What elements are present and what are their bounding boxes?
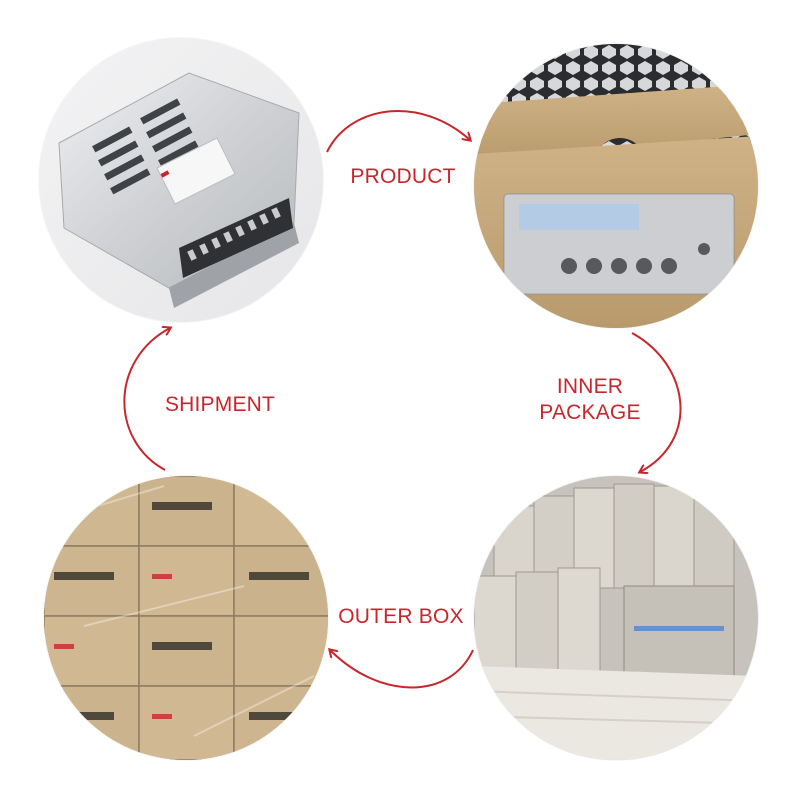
step-label-inner-package-line2: PACKAGE [539,401,641,424]
step-label-inner-package-line1: INNER [556,375,624,398]
arrow-product-to-inner-icon [326,110,470,153]
arrow-outer-to-shipment-icon [330,650,474,689]
product-photo [39,38,323,322]
shipment-image [44,476,328,760]
inner-package-photo [474,44,758,328]
power-supply-image [39,38,323,322]
inner-package-image [474,44,758,328]
outer-box-image [474,476,758,760]
shipment-photo [44,476,328,760]
outer-box-photo [474,476,758,760]
step-label-product: PRODUCT [350,165,456,188]
step-label-outer-box: OUTER BOX [338,605,464,628]
step-label-shipment: SHIPMENT [164,393,276,416]
